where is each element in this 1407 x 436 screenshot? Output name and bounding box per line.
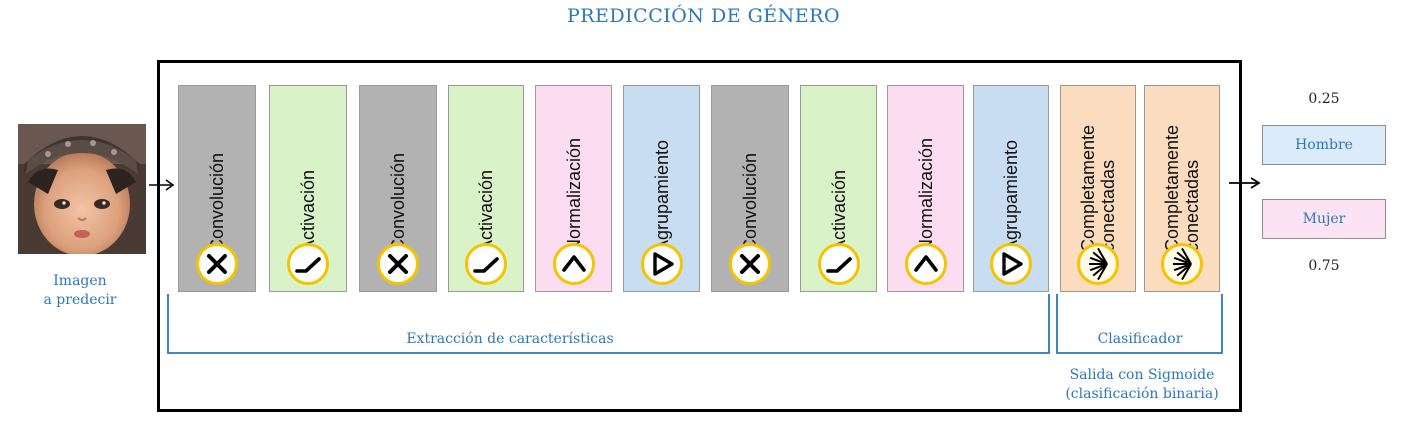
layer-act-8: Activación	[800, 85, 877, 292]
play-triangle-icon	[990, 243, 1032, 285]
output-box-mujer: Mujer	[1262, 199, 1386, 239]
layer-norm-9: Normalización	[887, 85, 964, 292]
output-note: Salida con Sigmoide (clasificación binar…	[1052, 366, 1232, 404]
layer-pool-6: Agrupamiento	[623, 85, 700, 292]
layer-conv-3: Convolución	[359, 85, 437, 292]
classifier-bracket	[1056, 294, 1223, 354]
features-label: Extracción de características	[406, 331, 614, 347]
x-icon	[729, 243, 771, 285]
probability-hombre: 0.25	[1308, 91, 1340, 107]
features-bracket	[167, 294, 1050, 354]
x-icon	[196, 243, 238, 285]
layer-fc-11: Completamente conectadas	[1060, 85, 1136, 292]
input-arrow-icon	[149, 179, 175, 191]
x-icon	[377, 243, 419, 285]
network-frame	[157, 60, 1242, 412]
layer-fc-12: Completamente conectadas	[1144, 85, 1220, 292]
input-face-image	[18, 124, 146, 254]
relu-icon	[287, 243, 329, 285]
output-box-hombre: Hombre	[1262, 125, 1386, 165]
output-arrow-icon	[1229, 177, 1261, 189]
relu-icon	[465, 243, 507, 285]
output-note-line1: Salida con Sigmoide	[1069, 367, 1215, 383]
input-label-line1: Imagen	[53, 273, 107, 289]
caret-up-icon	[904, 243, 947, 285]
layer-conv-1: Convolución	[178, 85, 256, 292]
layer-norm-5: Normalización	[535, 85, 612, 292]
play-triangle-icon	[640, 243, 683, 285]
layer-act-4: Activación	[448, 85, 524, 292]
output-note-line2: (clasificación binaria)	[1065, 386, 1219, 402]
fan-icon	[1161, 243, 1203, 285]
input-label: Imagen a predecir	[20, 272, 140, 310]
layer-conv-7: Convolución	[711, 85, 789, 292]
classifier-label: Clasificador	[1097, 331, 1183, 347]
relu-icon	[817, 243, 860, 285]
input-label-line2: a predecir	[43, 292, 117, 308]
layer-pool-10: Agrupamiento	[973, 85, 1049, 292]
fan-icon	[1077, 243, 1119, 285]
layer-act-2: Activación	[269, 85, 347, 292]
caret-up-icon	[552, 243, 595, 285]
page-title: PREDICCIÓN DE GÉNERO	[566, 5, 841, 27]
probability-mujer: 0.75	[1308, 258, 1340, 274]
